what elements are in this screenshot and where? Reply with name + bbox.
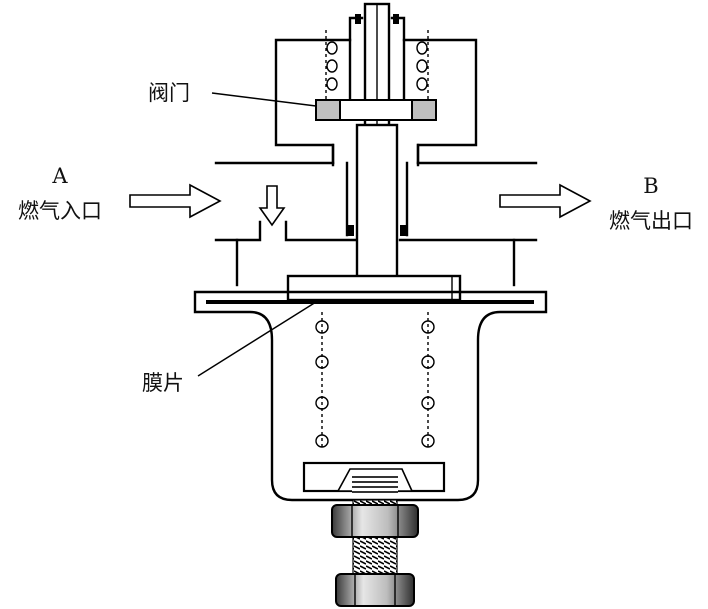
stem-seals [347,14,407,236]
outlet-label: 燃气出口 [609,209,693,233]
inlet-label: 燃气入口 [18,199,102,223]
outlet-letter-label: B [643,174,658,198]
inlet-flow-arrow [129,183,222,219]
leader-lines [197,92,317,377]
valve-disc [315,99,437,121]
valve-label: 阀门 [148,81,190,105]
outlet-flow-arrow [499,183,592,219]
diaphragm-chamber [193,274,548,502]
upper-spring-left [325,30,338,100]
gas-passage [214,143,538,287]
diaphragm-label: 膜片 [142,371,184,395]
spring-seat [302,461,446,494]
valve-stem [355,2,399,279]
upper-nut [331,504,419,538]
lower-nut [335,573,415,607]
upper-spring-right [416,30,429,100]
inlet-letter-label: A [51,164,68,188]
lower-spring-left [315,312,329,450]
down-flow-arrow [258,185,286,227]
lower-spring-right [421,312,435,450]
